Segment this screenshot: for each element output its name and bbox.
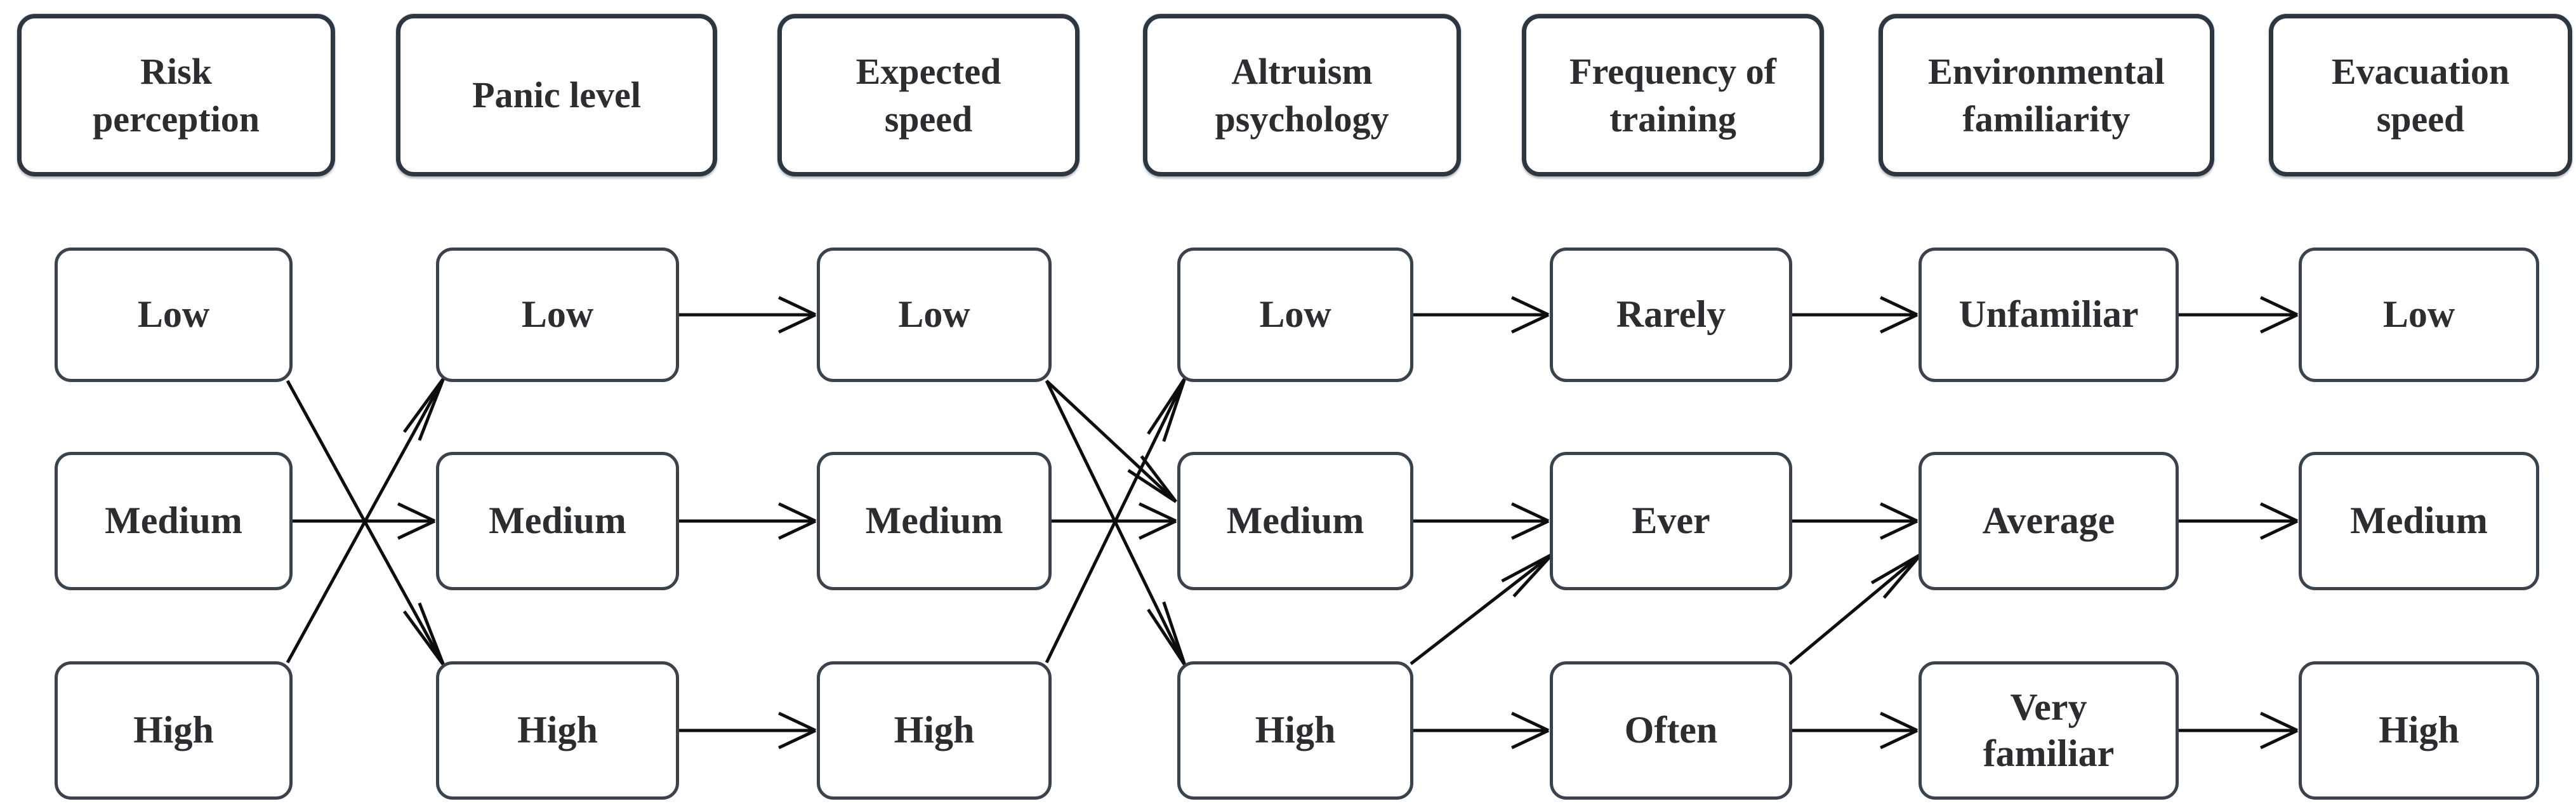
node-risk-medium: Medium: [55, 452, 293, 590]
node-label: Low: [1259, 293, 1331, 336]
header-label: Risk perception: [92, 50, 260, 140]
edge-risk-medium-panic-medium: [290, 502, 436, 540]
node-label: Medium: [105, 499, 242, 542]
node-label: Medium: [1226, 499, 1364, 542]
node-altruism-medium: Medium: [1177, 452, 1413, 590]
node-risk-high: High: [55, 661, 293, 800]
node-altruism-low: Low: [1177, 248, 1413, 382]
node-label: Ever: [1632, 499, 1710, 542]
edge-env-very-familiar-evac-high: [2176, 711, 2299, 750]
header-label: Altruism psychology: [1215, 50, 1389, 140]
node-env-unfamiliar: Unfamiliar: [1919, 248, 2179, 382]
node-panic-high: High: [436, 661, 679, 800]
edge-training-ever-env-average: [1790, 502, 1919, 540]
node-label: Medium: [865, 499, 1003, 542]
node-expected-low: Low: [817, 248, 1052, 382]
node-evac-low: Low: [2299, 248, 2539, 382]
node-label: Often: [1624, 709, 1718, 751]
edge-expected-medium-altruism-medium: [1049, 502, 1177, 540]
edge-altruism-medium-training-ever: [1411, 502, 1550, 540]
edge-altruism-high-training-ever: [1410, 553, 1554, 665]
header-expected-speed: Expected speed: [777, 14, 1080, 176]
edge-expected-high-altruism-low: [1045, 377, 1187, 664]
edge-altruism-low-training-rarely: [1411, 296, 1550, 334]
node-label: High: [133, 709, 214, 751]
node-label: Medium: [489, 499, 626, 542]
edge-panic-high-expected-high: [677, 711, 817, 750]
header-altruism-psychology: Altruism psychology: [1143, 14, 1461, 176]
node-training-rarely: Rarely: [1550, 248, 1792, 382]
node-label: High: [894, 709, 975, 751]
node-label: Average: [1982, 499, 2115, 542]
header-label: Environmental familiarity: [1928, 50, 2165, 140]
node-label: Low: [2382, 293, 2455, 336]
node-expected-medium: Medium: [817, 452, 1052, 590]
node-training-often: Often: [1550, 661, 1792, 800]
edge-training-often-env-average: [1788, 553, 1922, 665]
node-panic-low: Low: [436, 248, 679, 382]
node-env-average: Average: [1919, 452, 2179, 590]
edge-panic-medium-expected-medium: [677, 502, 817, 540]
edge-env-unfamiliar-evac-low: [2176, 296, 2299, 334]
node-risk-low: Low: [55, 248, 293, 382]
node-label: Unfamiliar: [1958, 293, 2139, 336]
edge-training-rarely-env-unfamiliar: [1790, 296, 1919, 334]
header-label: Panic level: [472, 74, 641, 116]
edge-panic-low-expected-low: [677, 296, 817, 334]
edge-altruism-high-training-often: [1411, 711, 1550, 750]
header-risk-perception: Risk perception: [17, 14, 335, 176]
node-label: High: [1255, 709, 1336, 751]
node-altruism-high: High: [1177, 661, 1413, 800]
edge-risk-high-panic-low: [286, 377, 446, 664]
node-expected-high: High: [817, 661, 1052, 800]
node-panic-medium: Medium: [436, 452, 679, 590]
header-label: Evacuation speed: [2331, 50, 2510, 140]
node-label: Very familiar: [1983, 685, 2115, 774]
header-label: Frequency of training: [1569, 50, 1776, 140]
node-label: High: [517, 709, 598, 751]
header-evacuation-speed: Evacuation speed: [2269, 14, 2572, 176]
node-training-ever: Ever: [1550, 452, 1792, 590]
header-panic-level: Panic level: [396, 14, 717, 176]
header-label: Expected speed: [855, 50, 1001, 140]
node-label: Low: [137, 293, 210, 336]
node-label: High: [2379, 709, 2459, 751]
node-label: Low: [521, 293, 594, 336]
node-label: Rarely: [1616, 293, 1726, 336]
edge-env-average-evac-medium: [2176, 502, 2299, 540]
header-frequency-of-training: Frequency of training: [1522, 14, 1824, 176]
node-env-very-familiar: Very familiar: [1919, 661, 2179, 800]
edge-training-often-env-very-familiar: [1790, 711, 1919, 750]
header-environmental-familiarity: Environmental familiarity: [1879, 14, 2214, 176]
node-label: Medium: [2350, 499, 2488, 542]
node-label: Low: [898, 293, 970, 336]
node-evac-medium: Medium: [2299, 452, 2539, 590]
node-evac-high: High: [2299, 661, 2539, 800]
edge-expected-low-altruism-medium: [1045, 380, 1177, 503]
